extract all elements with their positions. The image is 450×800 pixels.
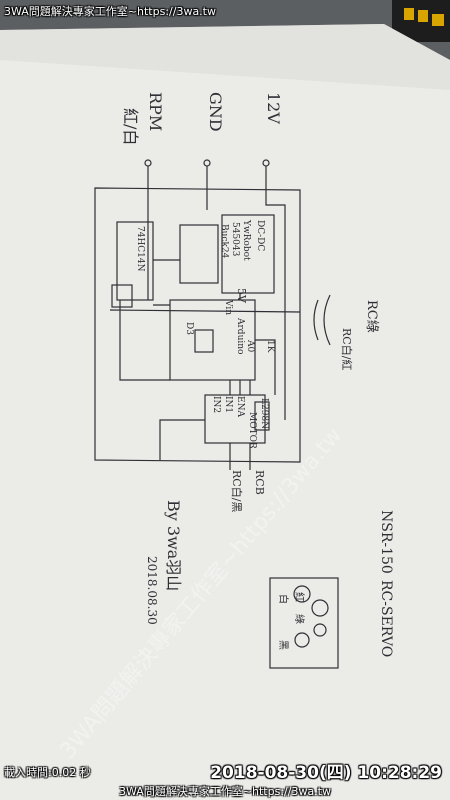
label-rc-red: RC白/紅 [340, 328, 354, 370]
label-servo-red: 紅 [293, 592, 305, 602]
schematic-drawing [94, 159, 339, 669]
label-servo-white: 白 [277, 594, 290, 604]
label-signature: By 3wa羽山 [164, 500, 183, 591]
label-date: 2018.08.30 [145, 556, 159, 625]
label-rc-green: RC綠 [364, 300, 379, 333]
timestamp-label: 2018-08-30(四) 10:28:29 [210, 763, 442, 783]
label-arduino: Arduino [235, 317, 245, 354]
label-a0: A0 [245, 339, 255, 352]
label-l298n: L298N [259, 398, 269, 429]
label-rc-servo: RC-SERVO [378, 580, 394, 657]
label-d3: D3 [184, 322, 194, 335]
bottom-watermark-caption: 3WA問題解決專家工作室~https://3wa.tw [119, 785, 331, 798]
label-buck-3: Buck24 [219, 224, 229, 259]
component-labels: DC-DC YwRobot 545043 Buck24 74HC14N 5V V… [135, 219, 305, 650]
label-ena: ENA [235, 396, 245, 417]
label-nsr: NSR-150 [378, 510, 394, 574]
label-buck-title: DC-DC [255, 220, 265, 251]
label-ic: 74HC14N [135, 226, 145, 272]
label-12v: 12V [264, 92, 283, 124]
label-gnd: GND [206, 92, 225, 132]
label-1k: 1K [265, 340, 275, 353]
label-5v: 5V [235, 288, 248, 304]
label-in2: IN2 [211, 396, 221, 413]
label-rc-white: RC白/黑 [230, 470, 244, 512]
label-in1: IN1 [223, 396, 233, 413]
label-buck-2: 545043 [230, 222, 240, 257]
label-motor: MOTOR [247, 412, 257, 449]
label-servo-black: 黑 [277, 640, 289, 650]
schematic-labels: 12V GND RPM 紅/白 RC綠 RC白/紅 RCB RC白/黑 By 3… [121, 92, 394, 657]
label-servo-green: 綠 [293, 614, 305, 624]
label-rpm: RPM [146, 92, 165, 131]
label-rc-b: RCB [253, 470, 266, 495]
top-watermark-caption: 3WA問題解決專家工作室~https://3wa.tw [4, 5, 216, 18]
load-time-label: 載入時間:0.02 秒 [4, 766, 91, 779]
label-rpm-color: 紅/白 [121, 108, 140, 145]
label-buck-1: YwRobot [241, 219, 251, 261]
label-vin: Vin [223, 299, 233, 315]
